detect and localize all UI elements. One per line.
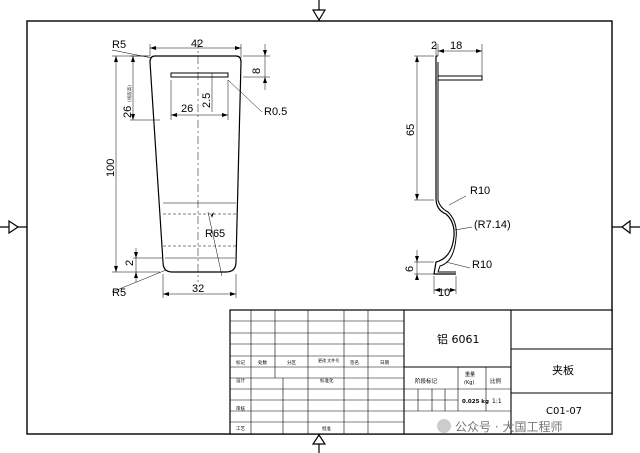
dim-slot-depth: 8 [251,68,263,74]
dim-total-height: 100 [105,159,117,177]
title-block: 标记 处数 分区 更改 文件号 签名 日期 设计 标准化 审核 工艺 批准 铝 … [229,309,613,435]
dim-tab-length: 18 [450,40,462,52]
dim-bottom-10: 10 [438,287,450,299]
tb-part-number: C01-07 [546,406,582,417]
tb-scale-label: 比例 [490,377,502,385]
dim-slot-offset: 2.5 [201,93,213,108]
side-profile-inner [437,62,457,273]
dim-bottom-offset: 2 [124,260,136,266]
tb-label-count: 处数 [258,359,267,366]
wechat-icon [437,419,451,433]
tb-label-standard: 标准化 [320,377,334,384]
dim-thickness: 2 [431,40,437,52]
tb-weight-label: 重量 [465,371,475,378]
tb-weight-unit: (Kg) [464,380,474,386]
tb-label-review: 审核 [236,405,245,412]
side-profile-outer [433,56,456,275]
dim-r10-bottom: R10 [472,259,492,271]
front-arrowheads [114,46,267,296]
slot-outline [170,72,229,78]
dim-slot-width: 26 [181,103,193,115]
tb-weight: 0.025 kg [462,399,489,405]
front-view: R5 42 8 26 (线段高) 2.5 26 R0.5 100 R65 2 R… [105,38,287,299]
tb-label-sign: 签名 [350,359,359,366]
dim-arc-radius: R65 [205,228,225,240]
dim-r10-top: R10 [470,185,490,197]
tb-label-change-doc: 更改 文件号 [318,357,339,363]
tb-label-mark: 标记 [236,359,245,366]
tb-label-design: 设计 [236,377,245,384]
plate-outline [149,55,242,273]
tb-label-process: 工艺 [236,426,245,432]
dim-height-26: 26 [122,106,134,118]
dim-width-bottom: 32 [192,283,204,295]
dim-r-top: R5 [112,39,126,51]
side-tab [437,75,483,81]
tb-stage-mark: 阶段标记 [415,377,438,385]
side-dimension-lines [414,44,483,294]
dim-r-ref: (R7.14) [474,219,511,231]
dim-bottom-6: 6 [404,266,416,272]
tb-scale: 1:1 [492,398,502,405]
watermark: 公众号 · 大国工程师 [437,419,562,434]
dim-height-65: 65 [405,124,417,136]
tb-label-date: 日期 [380,360,389,366]
tb-part-name: 夹板 [552,363,574,377]
tb-label-zone: 分区 [287,359,296,366]
tb-material: 铝 6061 [437,332,480,346]
front-dimension-lines [111,44,270,298]
side-arrowheads [415,49,482,292]
dim-slot-radius: R0.5 [264,106,287,118]
dim-width-top: 42 [191,38,203,50]
watermark-text: 公众号 · 大国工程师 [455,419,562,434]
dim-r-bottom: R5 [112,287,126,299]
dim-height-26-note: (线段高) [126,85,133,102]
tb-label-approve: 批准 [322,425,331,432]
side-view: 2 18 65 R10 (R7.14) R10 6 10 [404,40,511,299]
